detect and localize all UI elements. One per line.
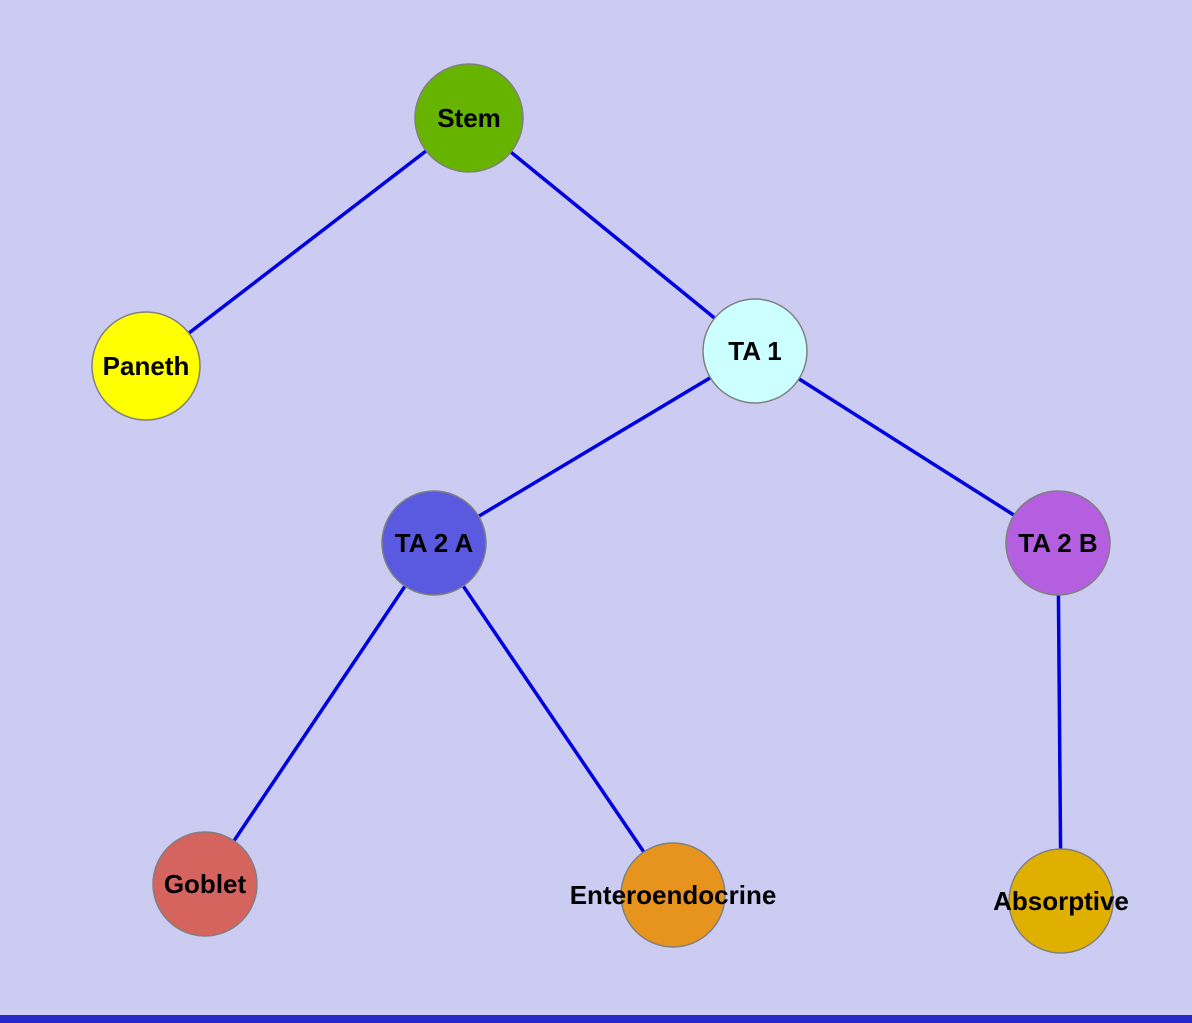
edge-ta-1-to-ta-2-b bbox=[754, 349, 1059, 545]
node-circle-enteroendocrine[interactable] bbox=[620, 842, 726, 948]
node-circle-paneth[interactable] bbox=[91, 311, 201, 421]
node-circle-ta-2-b[interactable] bbox=[1005, 490, 1111, 596]
node-circle-ta-1[interactable] bbox=[702, 298, 808, 404]
node-circle-absorptive[interactable] bbox=[1008, 848, 1114, 954]
node-circle-ta-2-a[interactable] bbox=[381, 490, 487, 596]
edge-stem-to-paneth bbox=[144, 116, 471, 368]
edge-ta-2-a-to-enteroendocrine bbox=[432, 542, 675, 896]
canvas-bottom-border bbox=[0, 1015, 1192, 1023]
node-ta-1[interactable]: TA 1 bbox=[702, 298, 808, 404]
edge-ta-2-a-to-goblet bbox=[203, 542, 436, 885]
node-paneth[interactable]: Paneth bbox=[91, 311, 201, 421]
edge-stem-to-ta-1 bbox=[467, 116, 757, 353]
node-goblet[interactable]: Goblet bbox=[152, 831, 258, 937]
node-ta-2-b[interactable]: TA 2 B bbox=[1005, 490, 1111, 596]
node-absorptive[interactable]: Absorptive bbox=[993, 848, 1129, 954]
node-ta-2-a[interactable]: TA 2 A bbox=[381, 490, 487, 596]
node-stem[interactable]: Stem bbox=[414, 63, 524, 173]
edge-ta-2-b-to-absorptive bbox=[1056, 542, 1063, 902]
node-circle-stem[interactable] bbox=[414, 63, 524, 173]
node-circle-goblet[interactable] bbox=[152, 831, 258, 937]
edge-ta-1-to-ta-2-a bbox=[433, 349, 756, 545]
node-enteroendocrine[interactable]: Enteroendocrine bbox=[570, 842, 777, 948]
